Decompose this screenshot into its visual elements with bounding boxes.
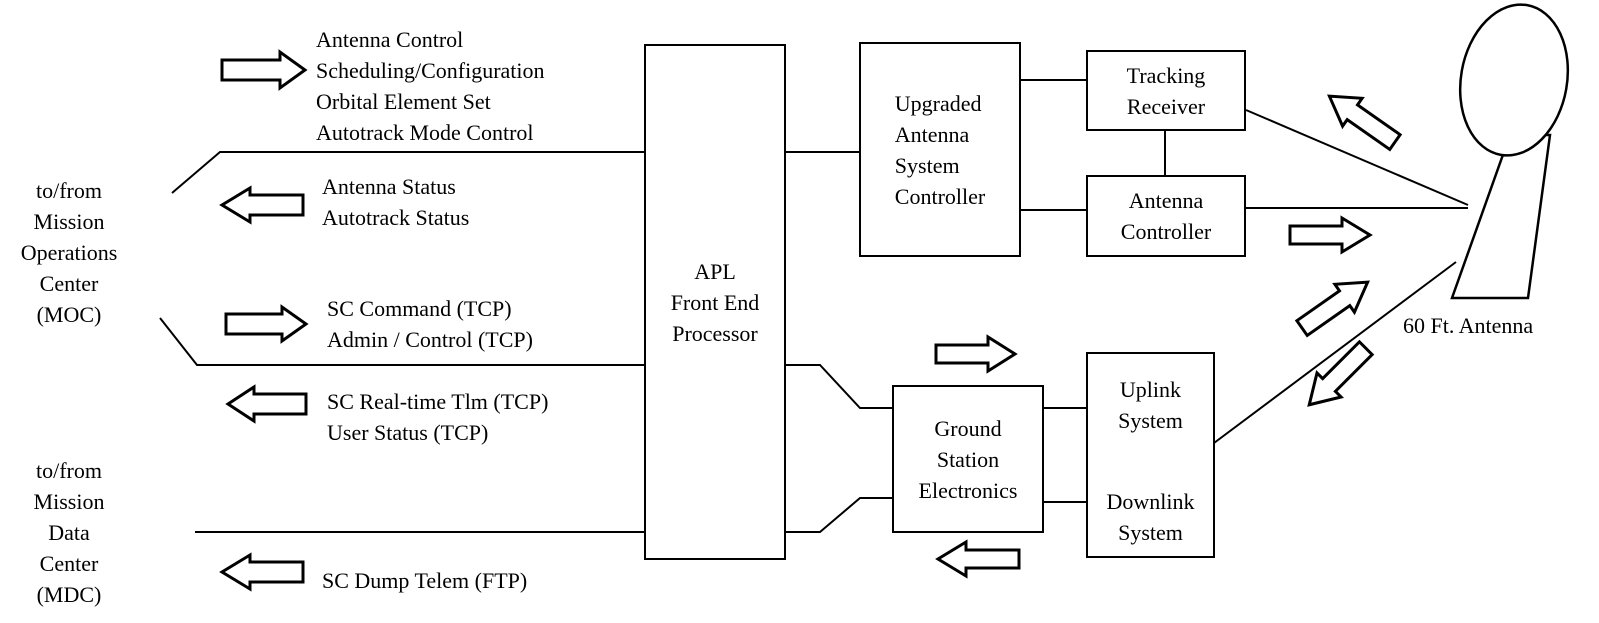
from-tcp-arrow-icon: [225, 384, 308, 424]
antenna-system-controller-block: Upgraded Antenna System Controller: [859, 42, 1021, 257]
tracking-receiver-block: Tracking Receiver: [1086, 50, 1246, 131]
to-antenna-arrow-icon: [1288, 215, 1373, 255]
mdc-endpoint-label: to/from Mission Data Center (MDC): [33, 458, 105, 607]
fep-to-gse-lower-line: [786, 497, 893, 533]
tracking-to-antenna-line: [1245, 109, 1469, 206]
to-moc-arrow-icon: [220, 49, 308, 91]
antenna-down-arrow-icon: [1294, 280, 1370, 338]
fep-to-gse-upper-line: [786, 364, 893, 409]
antenna-up-arrow-icon: [1327, 94, 1403, 152]
downlink-system-label: Downlink System: [1106, 489, 1195, 545]
antenna-60ft-icon: [1450, 3, 1570, 300]
from-gse-arrow-icon: [935, 539, 1021, 579]
moc-endpoint-label: to/from Mission Operations Center (MOC): [20, 178, 118, 327]
moc-to-label: Antenna Control Scheduling/Configuration…: [316, 27, 545, 145]
to-tcp-arrow-icon: [224, 304, 309, 344]
uplink-system-label: Uplink System: [1118, 377, 1183, 433]
from-mdc-arrow-icon: [219, 552, 305, 592]
moc-from-label: Antenna Status Autotrack Status: [322, 174, 470, 230]
tcp-from-label: SC Real-time Tlm (TCP) User Status (TCP): [327, 389, 549, 445]
mdc-from-label: SC Dump Telem (FTP): [322, 568, 528, 593]
moc-to-fep-line: [171, 151, 645, 194]
ground-station-electronics-block: Ground Station Electronics: [892, 385, 1044, 533]
uplink-downlink-block: Uplink System Downlink System: [1086, 352, 1215, 558]
front-end-processor-block: APL Front End Processor: [644, 44, 786, 560]
antenna-return-arrow-icon: [1307, 339, 1375, 407]
tcp-to-label: SC Command (TCP) Admin / Control (TCP): [327, 296, 533, 352]
from-moc-arrow-icon: [219, 185, 305, 225]
antenna-label: 60 Ft. Antenna: [1403, 313, 1534, 338]
uplink-to-antenna-line: [1213, 261, 1457, 444]
to-gse-arrow-icon: [934, 334, 1018, 374]
tcp-to-fep-line: [159, 317, 645, 366]
antenna-controller-block: Antenna Controller: [1086, 175, 1246, 257]
